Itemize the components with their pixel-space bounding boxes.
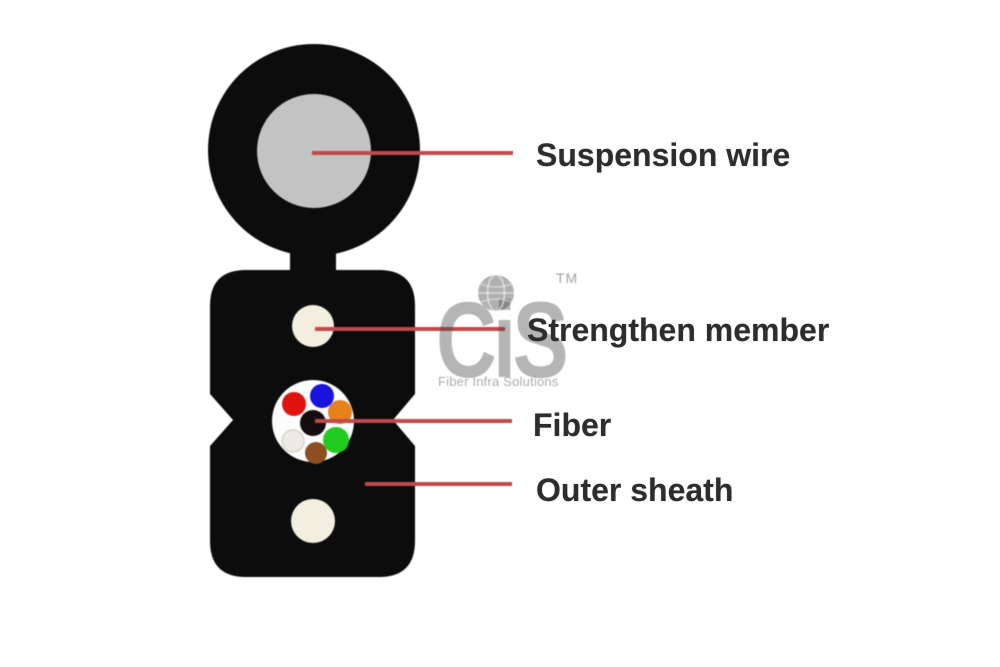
fiber-strand-brown [305, 442, 327, 464]
fiber-strand-orange [328, 400, 352, 424]
fiber-strand-red [282, 392, 306, 416]
label-fiber: Fiber [533, 407, 612, 443]
leader-line-suspension-wire [312, 151, 513, 155]
fiber-strand-green [323, 427, 349, 453]
watermark-tagline: Fiber Infra Solutions [438, 374, 559, 389]
fiber-strands [281, 384, 352, 464]
fiber-tube-center [300, 410, 326, 436]
label-outer-sheath: Outer sheath [536, 472, 734, 508]
strengthen-member-top [292, 305, 334, 347]
leader-line-strengthen-member [315, 327, 505, 331]
watermark-logo-text: CiS [436, 279, 569, 400]
strengthen-member-bottom [291, 499, 335, 543]
label-suspension-wire: Suspension wire [536, 137, 791, 173]
leader-line-outer-sheath [365, 482, 512, 486]
leader-lines [312, 151, 513, 486]
fiber-strand-blue [310, 384, 334, 408]
globe-icon [478, 274, 514, 312]
leader-line-fiber [315, 419, 512, 423]
watermark-trademark: TM [556, 270, 579, 286]
label-strengthen-member: Strengthen member [527, 312, 830, 348]
watermark: CiS TM Fiber Infra Solutions [436, 262, 596, 400]
fiber-strand-white [281, 429, 305, 453]
